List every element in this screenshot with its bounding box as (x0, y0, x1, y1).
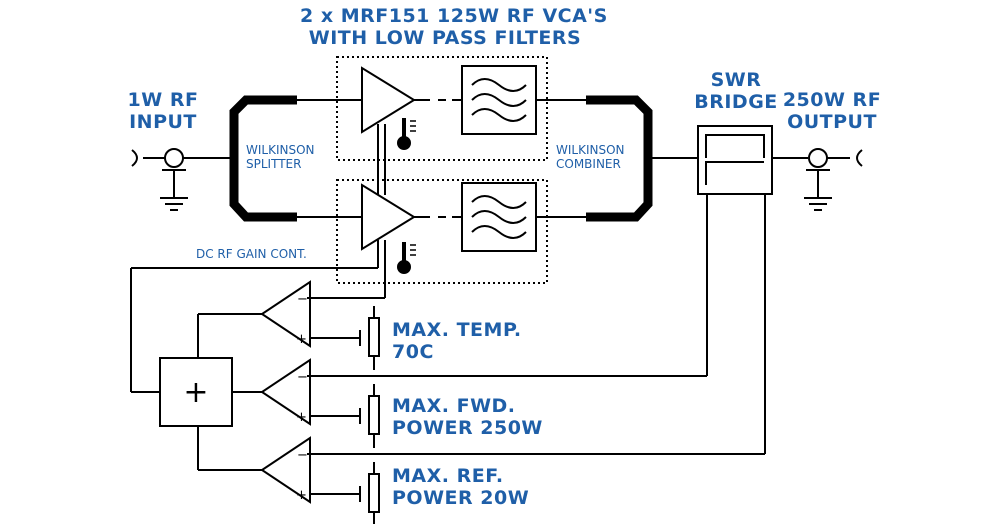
input-label: 1W RF INPUT (118, 89, 208, 134)
limit-ref-line-1: MAX. REF. (392, 465, 504, 487)
swr-line-1: SWR (710, 69, 762, 91)
wilkinson-splitter (229, 95, 362, 222)
summing-block (159, 357, 233, 427)
output-line-2: OUTPUT (787, 110, 877, 133)
swr-label: SWR BRIDGE (690, 69, 782, 114)
vca-amplifier-top (361, 66, 586, 134)
rf-input-connector (131, 148, 232, 211)
header-line-1: 2 x MRF151 125W RF VCA'S (300, 5, 608, 27)
input-line-2: INPUT (129, 110, 197, 133)
limit-ref-line-2: POWER 20W (392, 486, 530, 509)
splitter-line-1: WILKINSON (246, 143, 315, 157)
splitter-label: WILKINSON SPLITTER (246, 143, 315, 172)
input-line-1: 1W RF (127, 89, 199, 111)
amp-module-bottom (336, 179, 548, 284)
wilkinson-combiner (586, 95, 698, 222)
gain-control-label: DC RF GAIN CONT. (196, 247, 307, 261)
combiner-label: WILKINSON COMBINER (556, 143, 625, 172)
header-line-2: WITH LOW PASS FILTERS (308, 26, 582, 49)
low-pass-filter-bottom (461, 182, 537, 252)
amp-module-top (336, 56, 548, 161)
output-label: 250W RF OUTPUT (782, 89, 882, 134)
comp-ref-plus: + (296, 488, 307, 503)
low-pass-filter-top (461, 65, 537, 135)
combiner-line-1: WILKINSON (556, 143, 625, 157)
comp-fwd-plus: + (296, 410, 307, 425)
gain-control-bus (130, 124, 386, 393)
header-title: 2 x MRF151 125W RF VCA'S WITH LOW PASS F… (300, 5, 608, 50)
summing-symbol: + (183, 375, 208, 410)
swr-line-2: BRIDGE (694, 90, 778, 113)
limit-fwd-label: MAX. FWD. POWER 250W (392, 395, 543, 440)
splitter-line-2: SPLITTER (246, 156, 302, 171)
combiner-line-2: COMBINER (556, 156, 621, 171)
swr-bridge (307, 125, 808, 455)
limit-temp-label: MAX. TEMP. 70C (392, 319, 522, 364)
potentiometer-temp (359, 306, 380, 370)
potentiometer-ref (359, 462, 380, 524)
limit-fwd-line-2: POWER 250W (392, 416, 543, 439)
comparator-ref (197, 426, 360, 504)
comparator-temp (197, 280, 360, 358)
comp-temp-plus: + (296, 332, 307, 347)
thermometer-icon-top (397, 118, 416, 150)
comp-ref-minus: − (297, 448, 308, 463)
limit-temp-line-2: 70C (392, 340, 434, 363)
limit-fwd-line-1: MAX. FWD. (392, 395, 516, 417)
comp-fwd-minus: − (297, 370, 308, 385)
potentiometer-fwd (359, 384, 380, 448)
limit-ref-label: MAX. REF. POWER 20W (392, 465, 530, 510)
output-line-1: 250W RF (782, 89, 882, 111)
comparator-fwd (232, 358, 360, 426)
thermometer-icon-bottom (397, 242, 416, 274)
vca-amplifier-bottom (361, 183, 586, 251)
comp-temp-minus: − (297, 292, 308, 307)
rf-output-connector (804, 148, 863, 211)
limit-temp-line-1: MAX. TEMP. (392, 319, 522, 341)
